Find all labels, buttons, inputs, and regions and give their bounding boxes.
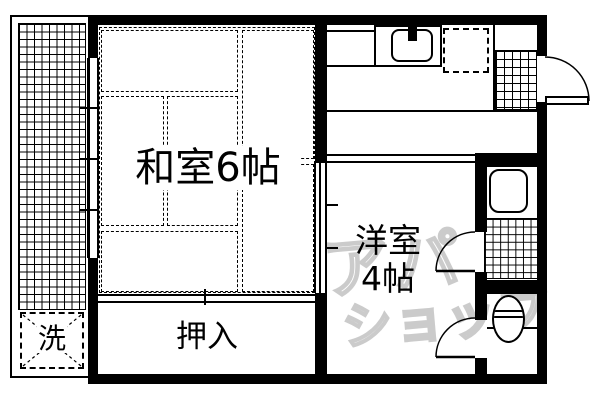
- toilet-tank-line: [494, 310, 523, 312]
- entrance-door-swing: [544, 56, 590, 102]
- wall-top: [88, 15, 547, 25]
- room-label-laundry: 洗: [37, 322, 68, 355]
- room-label-oshiire: 押入: [176, 319, 238, 355]
- wall-bath-left: [475, 358, 487, 374]
- entrance-door-panel: [545, 96, 589, 105]
- wall-right-lower: [537, 102, 547, 384]
- sliding-door-line: [319, 163, 321, 293]
- window-tick: [80, 209, 99, 211]
- washing-machine-area: [20, 312, 84, 369]
- partition-line: [325, 154, 475, 156]
- sliding-door-tick: [327, 247, 338, 249]
- toilet-tank-line: [494, 316, 523, 318]
- refrigerator-space: [443, 28, 489, 73]
- faucet-icon: [408, 25, 417, 41]
- wall-left-lower: [88, 258, 98, 374]
- balcony-grid: [18, 23, 86, 310]
- fusuma-door-tick: [204, 289, 206, 305]
- genkan-divider: [493, 25, 495, 110]
- sliding-door-line: [314, 163, 316, 293]
- bathroom-tiles: [484, 218, 538, 279]
- genkan-step-line: [325, 110, 537, 112]
- sliding-door-line: [325, 163, 327, 293]
- tatami-mat: [101, 30, 238, 92]
- room-label-washitsu: 和室6帖: [116, 146, 300, 190]
- room-label-youshitsu-line2: 4帖: [361, 259, 415, 298]
- fusuma-door-line: [98, 294, 315, 296]
- wall-bath-toilet-divider: [475, 280, 547, 294]
- fusuma-door-line: [98, 301, 315, 303]
- wall-oshiire-right: [315, 293, 327, 374]
- wall-left-upper: [88, 15, 98, 58]
- toilet-icon: [492, 295, 525, 343]
- washitsu-perimeter: [99, 27, 315, 293]
- sliding-door-tick: [327, 204, 338, 206]
- balcony-outline: [10, 15, 90, 378]
- wall-washitsu-right: [315, 25, 327, 163]
- window-tick: [80, 107, 99, 109]
- genkan-tiles: [495, 50, 537, 110]
- room-label-youshitsu: 洋室 4帖: [346, 222, 430, 298]
- partition-line: [325, 161, 475, 163]
- window-tick: [80, 158, 99, 160]
- wall-bath-left: [475, 272, 487, 320]
- kitchen-counter: [325, 30, 376, 67]
- tatami-mat: [101, 231, 238, 292]
- wall-bath-left: [475, 167, 487, 232]
- tatami-mat: [242, 30, 314, 159]
- wall-right-upper: [537, 15, 547, 56]
- wall-bottom: [88, 374, 547, 384]
- room-label-youshitsu-line1: 洋室: [355, 221, 421, 260]
- bathtub-icon: [489, 169, 528, 213]
- wall-bath-top: [475, 153, 547, 167]
